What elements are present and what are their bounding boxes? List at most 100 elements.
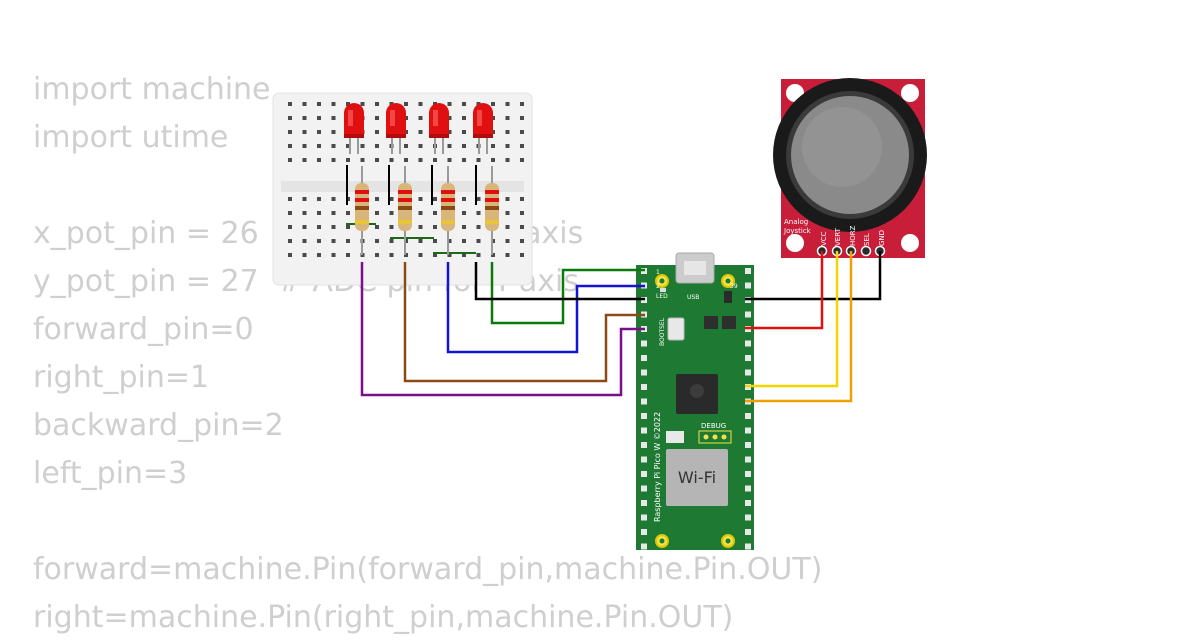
wire-red-vcc[interactable] — [745, 251, 824, 330]
hole — [520, 225, 524, 229]
hole — [389, 211, 394, 215]
resistor-1[interactable] — [355, 166, 369, 255]
resistor-2[interactable] — [398, 166, 412, 255]
hole — [520, 239, 524, 243]
hole — [520, 211, 524, 215]
hole — [505, 102, 510, 106]
hole — [288, 197, 292, 201]
hole — [375, 225, 379, 229]
hole — [641, 442, 647, 448]
hole — [418, 211, 423, 215]
hole — [745, 456, 751, 463]
wifi-label: Wi-Fi — [678, 468, 716, 487]
pico-name-label: Raspberry Pi Pico W ©2022 — [653, 412, 662, 522]
hole — [505, 158, 510, 162]
hole — [317, 197, 321, 201]
code-line: forward=machine.Pin(forward_pin,machine.… — [33, 552, 823, 587]
hole — [641, 514, 647, 521]
hole — [745, 514, 751, 521]
hole — [418, 158, 423, 162]
wire-purple[interactable] — [360, 262, 645, 397]
hole — [375, 239, 379, 243]
hole — [505, 225, 510, 229]
hole — [462, 102, 466, 106]
hole — [375, 130, 379, 134]
led-1[interactable] — [344, 103, 364, 154]
hole — [641, 471, 647, 477]
hole — [745, 340, 751, 347]
resistor-4[interactable] — [485, 166, 499, 255]
hole — [317, 253, 321, 257]
wire-black-led[interactable] — [474, 262, 645, 301]
wire-black-gnd[interactable] — [745, 251, 882, 301]
code-line: backward_pin=2 — [33, 408, 284, 443]
hole — [331, 130, 336, 134]
hole — [520, 130, 524, 134]
joystick-module[interactable]: Analog Joystick VCC VERT HORZ SEL GND — [773, 78, 927, 258]
hole — [491, 158, 495, 162]
hole — [288, 211, 292, 215]
hole — [346, 211, 350, 215]
hole — [505, 144, 510, 148]
hole — [375, 144, 379, 148]
hole — [476, 197, 481, 201]
hole — [641, 413, 647, 419]
hole — [375, 253, 379, 257]
hole — [641, 543, 647, 550]
hole — [317, 225, 321, 229]
hole — [404, 102, 408, 106]
hole — [476, 211, 481, 215]
hole — [302, 102, 307, 106]
hole — [476, 225, 481, 229]
hole — [745, 500, 751, 506]
hole — [433, 225, 437, 229]
pico-board[interactable]: 1 2 39 LED USB BOOTSEL DEBUG Wi-Fi Raspb… — [636, 252, 754, 550]
hole — [641, 398, 647, 405]
hole — [520, 253, 524, 257]
joystick-label: Joystick — [783, 227, 812, 235]
wire-brown[interactable] — [403, 262, 645, 383]
hole — [346, 239, 350, 243]
code-line: import utime — [33, 120, 229, 155]
hole — [302, 144, 307, 148]
wire-orange-horz[interactable] — [745, 251, 853, 403]
wires — [360, 251, 882, 403]
hole — [505, 253, 510, 257]
hole — [346, 102, 350, 106]
led-4[interactable] — [473, 103, 493, 154]
hole — [418, 225, 423, 229]
hole — [476, 253, 481, 257]
hole — [520, 158, 524, 162]
hole — [520, 144, 524, 148]
hole — [389, 197, 394, 201]
hole — [288, 239, 292, 243]
hole — [447, 130, 452, 134]
hole — [745, 442, 751, 448]
wire-yellow-vert[interactable] — [745, 251, 839, 388]
led-3[interactable] — [429, 103, 449, 154]
bootsel-button[interactable] — [667, 317, 685, 341]
hole — [447, 239, 452, 243]
hole — [745, 355, 751, 361]
hole — [745, 282, 751, 289]
pin-number-label: 1 — [656, 269, 660, 276]
hole — [433, 197, 437, 201]
code-line: left_pin=3 — [33, 456, 188, 491]
hole — [404, 158, 408, 162]
hole — [641, 384, 647, 390]
wire-blue[interactable] — [446, 262, 645, 354]
hole — [505, 239, 510, 243]
crystal — [666, 431, 684, 443]
hole — [288, 225, 292, 229]
hole — [433, 239, 437, 243]
joystick-pin-label: VCC — [820, 231, 828, 246]
wire-green[interactable] — [490, 262, 645, 325]
resistor-3[interactable] — [441, 166, 455, 255]
hole — [288, 116, 292, 120]
hole — [288, 158, 292, 162]
hole — [462, 116, 466, 120]
hole — [520, 116, 524, 120]
led-2[interactable] — [386, 103, 406, 154]
hole — [418, 239, 423, 243]
